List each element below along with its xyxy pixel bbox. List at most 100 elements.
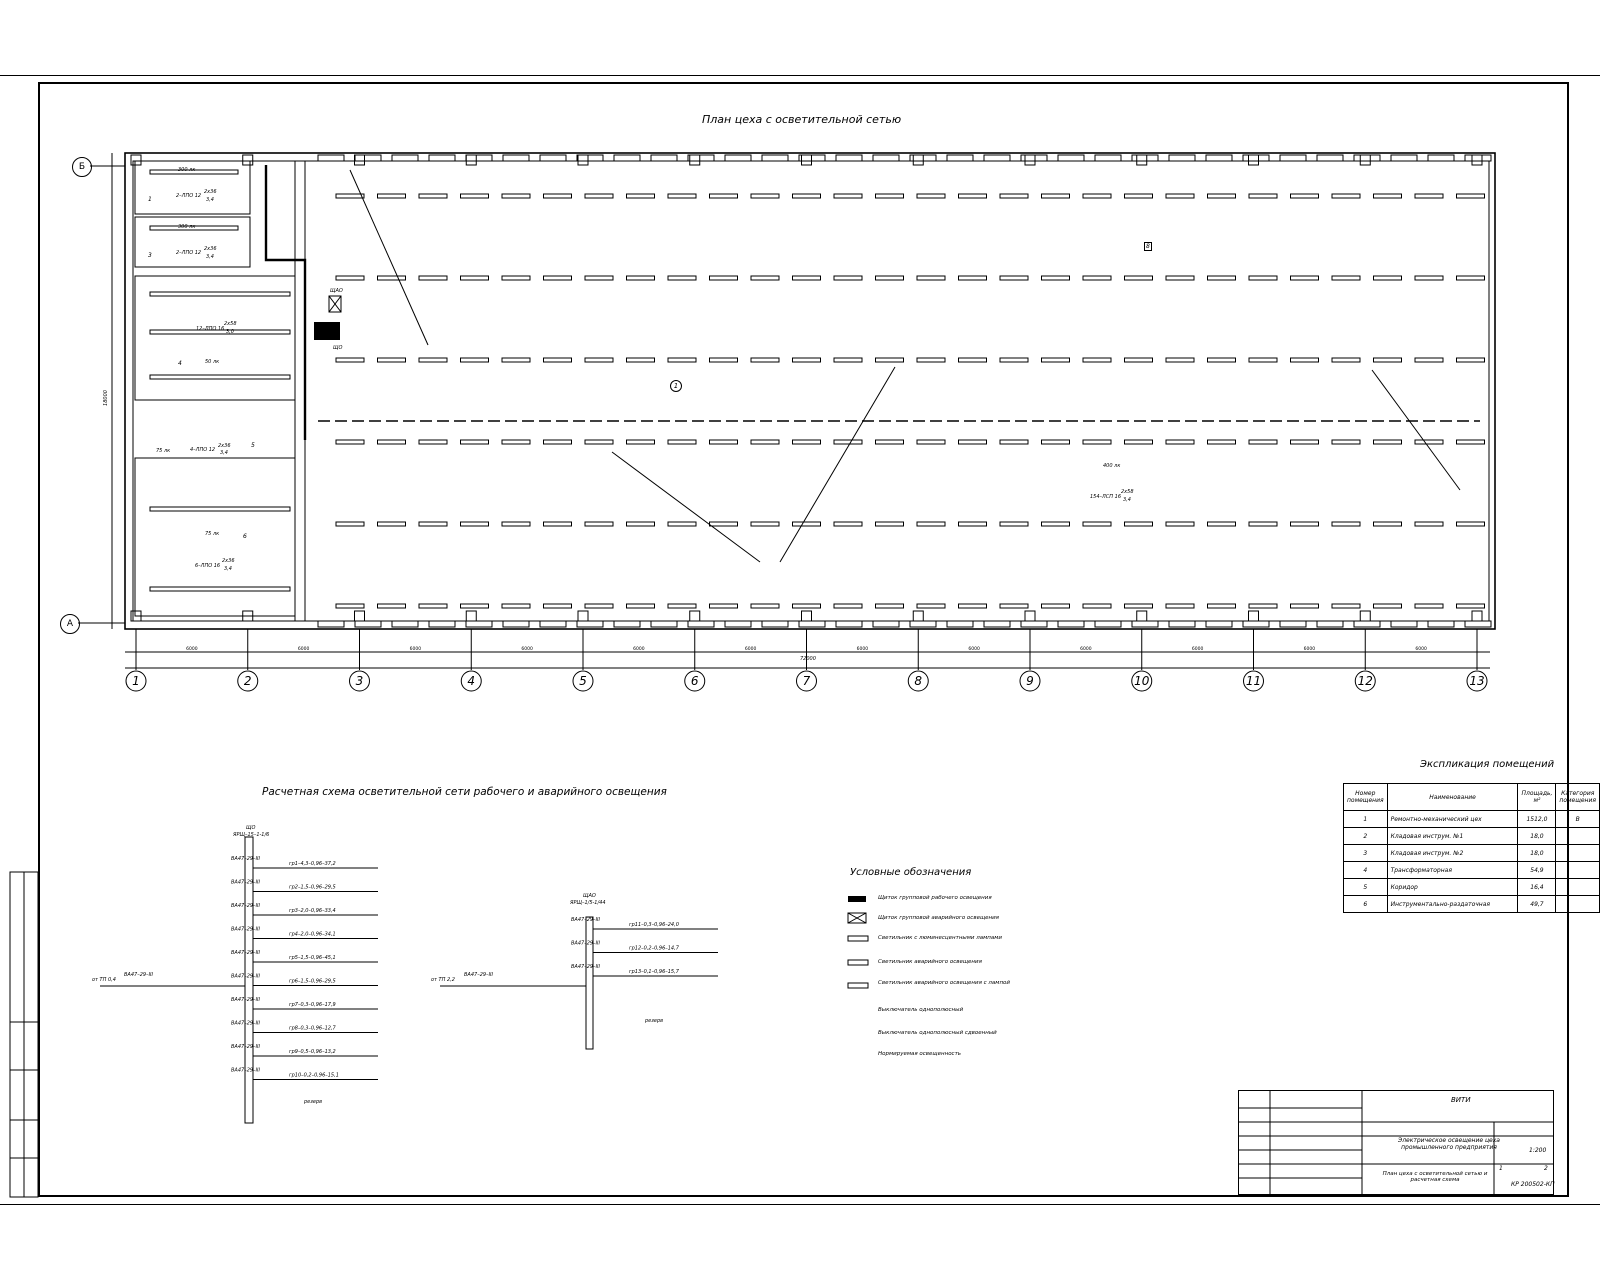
explication-cell: Кладовая инструм. №1 bbox=[1386, 827, 1519, 845]
window bbox=[1131, 620, 1159, 628]
explication-cell: 18,0 bbox=[1517, 827, 1557, 845]
column bbox=[242, 610, 254, 622]
window bbox=[835, 620, 863, 628]
room-6-fixtures: 6–ЛПО 16 bbox=[195, 563, 221, 569]
column bbox=[912, 154, 924, 166]
window bbox=[872, 154, 900, 162]
explication-cell bbox=[1555, 861, 1600, 879]
room-5-fixtures: 4–ЛПО 12 bbox=[190, 447, 216, 453]
luminaire bbox=[1082, 521, 1112, 527]
window bbox=[798, 154, 826, 162]
window bbox=[613, 620, 641, 628]
luminaire bbox=[418, 357, 448, 363]
column bbox=[577, 610, 589, 622]
grid-axis-label: 13 bbox=[1469, 674, 1484, 688]
luminaire bbox=[958, 521, 987, 527]
luminaire bbox=[460, 357, 489, 363]
window bbox=[465, 620, 493, 628]
total-dimension: 72000 bbox=[800, 656, 816, 662]
window bbox=[872, 620, 900, 628]
luminaire bbox=[833, 521, 863, 527]
window bbox=[1353, 620, 1381, 628]
luminaire bbox=[460, 439, 489, 445]
expl-header-name: Наименование bbox=[1386, 783, 1519, 811]
window bbox=[428, 154, 456, 162]
plan-title: План цеха с осветительной сетью bbox=[702, 113, 902, 126]
explication-cell: 54,9 bbox=[1517, 861, 1557, 879]
window bbox=[983, 154, 1011, 162]
luminaire bbox=[543, 603, 572, 609]
luminaire bbox=[709, 603, 738, 609]
window bbox=[1464, 620, 1492, 628]
luminaire bbox=[335, 275, 365, 281]
row-axis-b: Б bbox=[72, 157, 92, 177]
luminaire bbox=[1041, 603, 1070, 609]
room-4-lux: 50 лк bbox=[205, 359, 220, 365]
explication-cell: Инструментально-раздаточная bbox=[1386, 895, 1519, 913]
luminaire bbox=[875, 439, 904, 445]
explication-cell: 5 bbox=[1343, 878, 1388, 896]
luminaire bbox=[501, 357, 531, 363]
feeder-work-breaker: ВА47–29–III bbox=[124, 972, 153, 978]
luminaire bbox=[1456, 521, 1485, 527]
group-breaker-label: ВА47–29–III bbox=[231, 950, 261, 956]
luminaire bbox=[1124, 603, 1153, 609]
luminaire bbox=[916, 439, 946, 445]
column bbox=[912, 610, 924, 622]
window bbox=[1316, 620, 1344, 628]
grid-axis-label: 4 bbox=[467, 674, 475, 688]
bay-dimension: 6000 bbox=[1192, 646, 1204, 652]
luminaire bbox=[1373, 357, 1402, 363]
luminaire bbox=[501, 193, 531, 199]
luminaire bbox=[999, 521, 1029, 527]
window bbox=[724, 154, 752, 162]
room-8-label: 8 bbox=[1144, 242, 1152, 251]
luminaire bbox=[1414, 603, 1444, 609]
column bbox=[1248, 154, 1259, 166]
luminaire bbox=[667, 275, 697, 281]
luminaire bbox=[377, 439, 406, 445]
group-line-label: гр1–4,3–0,96–37,2 bbox=[289, 861, 336, 867]
luminaire bbox=[1207, 603, 1236, 609]
luminaire bbox=[1414, 193, 1444, 199]
group-line-label: гр4–2,0–0,96–34,1 bbox=[289, 932, 336, 938]
column bbox=[465, 610, 477, 622]
luminaire bbox=[792, 603, 821, 609]
luminaire bbox=[875, 193, 904, 199]
room-1-lux: 300 лк bbox=[178, 167, 196, 173]
panel-work-name: ЩО bbox=[246, 825, 256, 831]
group-breaker-label: ВА47–29–III bbox=[571, 917, 601, 923]
luminaire bbox=[958, 275, 987, 281]
luminaire bbox=[1456, 193, 1485, 199]
grid-axis-label: 6 bbox=[691, 674, 699, 688]
luminaire bbox=[335, 193, 365, 199]
column bbox=[1136, 610, 1148, 622]
bay-dimension: 6000 bbox=[298, 646, 310, 652]
luminaire bbox=[667, 603, 697, 609]
group-line-label: гр8–0,3–0,96–12,7 bbox=[289, 1026, 337, 1032]
group-breaker-label: ВА47–29–III bbox=[231, 856, 261, 862]
luminaire bbox=[750, 521, 780, 527]
luminaire bbox=[149, 225, 239, 231]
luminaire bbox=[149, 374, 291, 380]
window bbox=[1464, 154, 1492, 162]
window bbox=[502, 620, 530, 628]
outer-frame bbox=[0, 75, 1600, 1205]
window bbox=[1205, 154, 1233, 162]
explication-cell: 18,0 bbox=[1517, 844, 1557, 862]
panel-emerg-name: ЩАО bbox=[583, 893, 596, 899]
feeder-work: от ТП 0,4 bbox=[92, 977, 116, 983]
luminaire bbox=[875, 357, 904, 363]
column bbox=[465, 154, 477, 166]
stamp-scale: 1:200 bbox=[1529, 1147, 1547, 1154]
luminaire bbox=[543, 193, 572, 199]
room-3-frac-top: 2х36 bbox=[204, 246, 217, 252]
luminaire bbox=[335, 439, 365, 445]
room-3-fixtures: 2–ЛПО 12 bbox=[176, 250, 202, 256]
height-dimension: 18000 bbox=[102, 390, 109, 406]
window bbox=[909, 620, 937, 628]
